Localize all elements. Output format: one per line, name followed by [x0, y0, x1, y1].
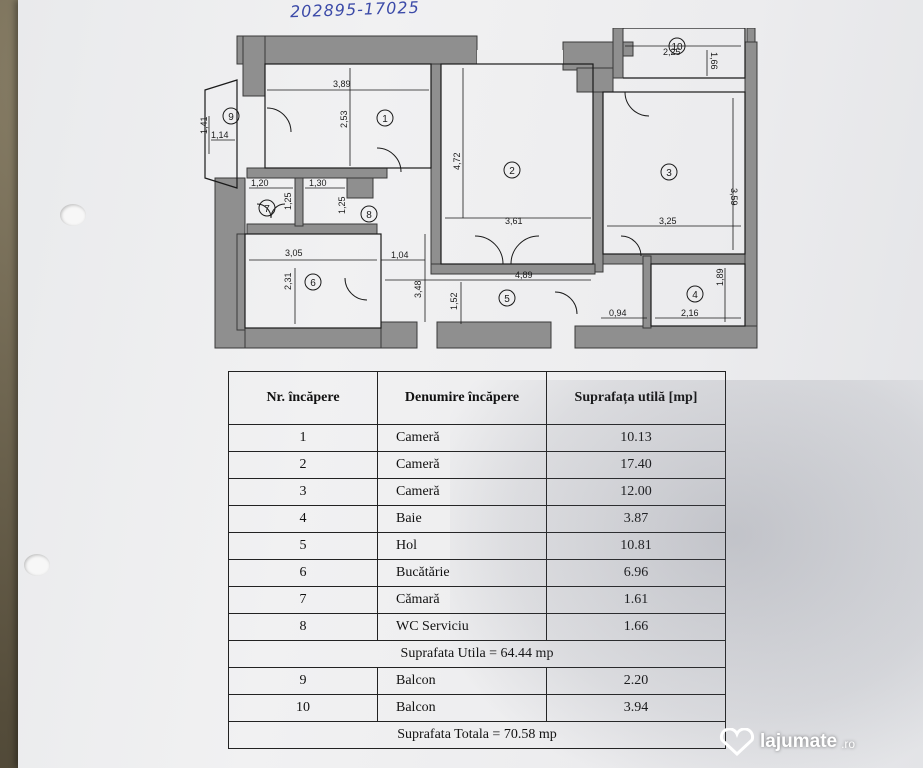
room-name: Cameră [377, 451, 547, 479]
table-header-row: Nr. încăpere Denumire încăpere Suprafața… [228, 371, 726, 425]
room-area: 3.87 [546, 505, 726, 533]
room-number: 2 [228, 451, 378, 479]
dimension-label: 1,04 [391, 250, 409, 260]
room-area: 10.81 [546, 532, 726, 560]
punch-hole [24, 554, 50, 576]
room-name: Balcon [377, 694, 547, 722]
room-number: 7 [228, 586, 378, 614]
total-area: Suprafata Totala = 70.58 mp [228, 721, 726, 749]
dimension-label: 1,30 [309, 178, 327, 188]
room-number: 9 [228, 667, 378, 695]
room-area: 10.13 [546, 424, 726, 452]
dimension-label: 3,05 [285, 248, 303, 258]
room-number: 3 [228, 478, 378, 506]
room-number: 5 [228, 532, 378, 560]
dimension-label: 3,89 [333, 79, 351, 89]
header-denumire: Denumire încăpere [377, 371, 547, 425]
room-label-2: 2 [509, 166, 515, 177]
rooms-table-container: Nr. încăpere Denumire încăpere Suprafața… [228, 371, 726, 749]
dimension-label: 2,53 [339, 110, 349, 128]
watermark-logo: lajumate.ro [718, 728, 855, 756]
room-label-6: 6 [310, 278, 316, 289]
total-row: Suprafata Totala = 70.58 mp [228, 721, 726, 749]
room-label-3: 3 [666, 168, 672, 179]
room-area: 1.66 [546, 613, 726, 641]
room-name: Cameră [377, 424, 547, 452]
table-row: 3 Cameră 12.00 [228, 478, 726, 506]
dimension-label: 1,89 [715, 268, 725, 286]
dimension-label: 1,20 [251, 178, 269, 188]
dimension-label: 1,52 [449, 292, 459, 310]
room-number: 6 [228, 559, 378, 587]
room-markers [222, 37, 704, 307]
table-row: 5 Hol 10.81 [228, 532, 726, 560]
room-name: WC Serviciu [377, 613, 547, 641]
room-name: Bucătărie [377, 559, 547, 587]
punch-hole [60, 204, 86, 226]
room-label-7: 7 [264, 204, 270, 215]
dimension-label: 4,72 [452, 152, 462, 170]
dimension-label: 1,25 [337, 196, 347, 214]
rooms-table: Nr. încăpere Denumire încăpere Suprafața… [228, 371, 726, 749]
dimension-label: 3,59 [729, 188, 739, 206]
dimension-label: 3,25 [659, 216, 677, 226]
room-name: Balcon [377, 667, 547, 695]
watermark-tld: .ro [841, 737, 856, 751]
dimension-label: 1,41 [199, 116, 209, 134]
room-name: Cameră [377, 478, 547, 506]
room-number: 4 [228, 505, 378, 533]
room-area: 2.20 [546, 667, 726, 695]
room-label-5: 5 [504, 294, 510, 305]
subtotal-useful-area: Suprafata Utila = 64.44 mp [228, 640, 726, 668]
room-name: Cămară [377, 586, 547, 614]
dimension-label: 0,94 [609, 308, 627, 318]
table-row: 7 Cămară 1.61 [228, 586, 726, 614]
header-suprafata: Suprafața utilă [mp] [546, 371, 726, 425]
room-label-4: 4 [692, 290, 698, 301]
dimension-label: 4,89 [515, 270, 533, 280]
table-row: 8 WC Serviciu 1.66 [228, 613, 726, 641]
room-name: Hol [377, 532, 547, 560]
dimension-label: 1,14 [211, 130, 229, 140]
table-row: 1 Cameră 10.13 [228, 424, 726, 452]
room-area: 17.40 [546, 451, 726, 479]
room-name: Baie [377, 505, 547, 533]
subtotal-row: Suprafata Utila = 64.44 mp [228, 640, 726, 668]
room-area: 3.94 [546, 694, 726, 722]
table-row: 4 Baie 3.87 [228, 505, 726, 533]
dimension-label: 1,66 [709, 52, 719, 70]
room-number: 8 [228, 613, 378, 641]
dimension-label: 1,25 [283, 192, 293, 210]
room-label-1: 1 [382, 114, 388, 125]
table-row: 2 Cameră 17.40 [228, 451, 726, 479]
dimension-label: 2,25 [663, 47, 681, 57]
room-number: 1 [228, 424, 378, 452]
room-label-8: 8 [366, 210, 372, 221]
room-area: 1.61 [546, 586, 726, 614]
room-area: 12.00 [546, 478, 726, 506]
room-label-10: 10 [671, 42, 683, 53]
heart-icon [719, 728, 755, 756]
dimension-label: 3,61 [505, 216, 523, 226]
watermark-brand: lajumate [760, 731, 838, 752]
table-row: 6 Bucătărie 6.96 [228, 559, 726, 587]
table-row: 10 Balcon 3.94 [228, 694, 726, 722]
floor-plan: 1 2 3 4 5 6 7 8 9 10 3,89 2,53 4,72 3,61… [199, 28, 758, 349]
header-nr: Nr. încăpere [228, 371, 378, 425]
room-area: 6.96 [546, 559, 726, 587]
room-number: 10 [228, 694, 378, 722]
table-row: 9 Balcon 2.20 [228, 667, 726, 695]
dimension-label: 2,31 [283, 272, 293, 290]
dimension-label: 2,16 [681, 308, 699, 318]
dimension-label: 3,48 [413, 280, 423, 298]
room-label-9: 9 [228, 112, 234, 123]
